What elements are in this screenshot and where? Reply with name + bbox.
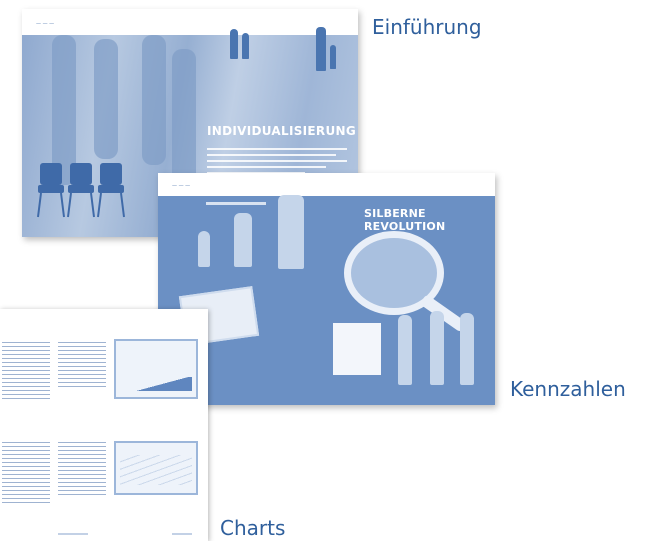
running-header: — — — — [36, 21, 55, 27]
charts-spread[interactable] — [0, 309, 208, 541]
label-intro[interactable]: Einführung — [372, 15, 482, 39]
running-header: — — — — [172, 183, 191, 189]
person-figure-icon — [278, 195, 304, 269]
senior-figure-icon — [398, 315, 412, 385]
intro-spread[interactable]: — — — INDIVIDUALISIERUNG — [22, 9, 358, 237]
senior-figure-icon — [430, 311, 444, 385]
label-charts[interactable]: Charts — [220, 516, 286, 540]
text-column — [2, 439, 50, 506]
chair-icon — [97, 163, 125, 218]
text-column — [58, 339, 106, 390]
person-figure-icon — [234, 213, 252, 267]
page-footer — [58, 533, 88, 535]
walking-leg — [52, 35, 76, 185]
senior-figure-icon — [460, 313, 474, 385]
family-figure-icon — [242, 33, 249, 59]
area-chart-thumbnail — [114, 339, 198, 399]
page-footer — [172, 533, 192, 535]
section-subhead — [206, 202, 266, 205]
adult-figure-icon — [316, 27, 326, 71]
statistic-box — [333, 323, 381, 375]
walking-leg — [94, 39, 118, 159]
child-figure-icon — [330, 45, 336, 69]
walking-leg — [172, 49, 196, 189]
spread-top-margin — [22, 9, 358, 35]
person-figure-icon — [198, 231, 210, 267]
chair-icon — [37, 163, 65, 218]
chart-area-band — [120, 377, 192, 391]
chair-icon — [67, 163, 95, 218]
spread-top-margin — [158, 173, 495, 196]
walking-leg — [142, 35, 166, 165]
text-column — [2, 339, 50, 402]
key-figures-headline: SILBERNE REVOLUTION — [364, 207, 446, 233]
scatter-chart-thumbnail — [114, 441, 198, 495]
label-key-figures[interactable]: Kennzahlen — [510, 377, 626, 401]
family-figure-icon — [230, 29, 238, 59]
intro-headline: INDIVIDUALISIERUNG — [207, 124, 357, 138]
chart-scatter-points — [120, 455, 192, 485]
key-figures-spread[interactable]: — — — SILBERNE REVOLUTION — [158, 173, 495, 405]
text-column — [58, 439, 106, 498]
